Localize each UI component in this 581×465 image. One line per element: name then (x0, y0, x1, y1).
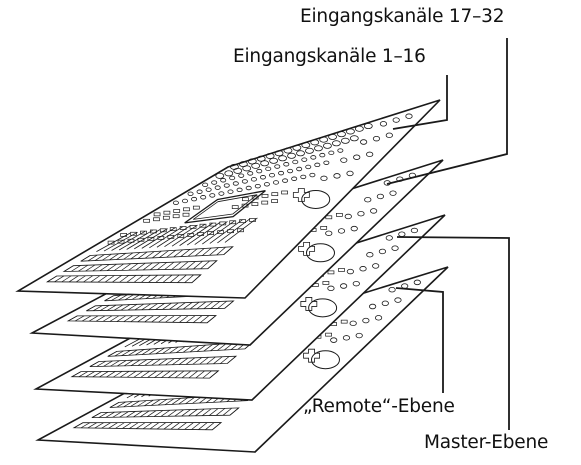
sheet-input-17-32 (15, 99, 441, 299)
sheet-input-17-32-knob-rows (172, 123, 373, 205)
sheet-input-17-32-jog-wheel (301, 189, 331, 209)
sheet-master-cursor-keys (303, 348, 320, 363)
label-input-17-32: Eingangskanäle 17–32 (300, 6, 505, 27)
sheet-master-jog-wheel (310, 350, 340, 370)
sheet-remote-cursor-keys (300, 297, 318, 311)
sheet-input-17-32-display (184, 190, 266, 224)
sheet-input-17-32-controls (292, 113, 413, 209)
leader-lines (386, 38, 510, 430)
leader-input-1-16 (392, 75, 448, 130)
label-master-layer: Master-Ebene (424, 432, 549, 453)
leader-master (396, 236, 510, 430)
sheet-remote-jog-wheel (308, 298, 338, 318)
label-remote-layer: „Remote“-Ebene (303, 396, 455, 417)
sheet-master-controls (303, 279, 421, 370)
leader-input-17-32 (386, 38, 508, 185)
sheet-input-17-32-cursor-keys (292, 188, 310, 202)
sheet-input-17-32-fader-strips (45, 246, 234, 284)
leader-remote (395, 287, 444, 393)
sheet-input-17-32-fader-lines (96, 217, 258, 252)
sheet-remote-controls (300, 227, 419, 318)
sheet-input-17-32-button-rows (107, 190, 288, 245)
label-input-1-16: Eingangskanäle 1–16 (233, 46, 426, 67)
sheet-input-1-16-jog-wheel (305, 243, 335, 263)
sheet-input-1-16-cursor-keys (298, 241, 316, 256)
sheet-input-17-32-outline (15, 99, 441, 299)
